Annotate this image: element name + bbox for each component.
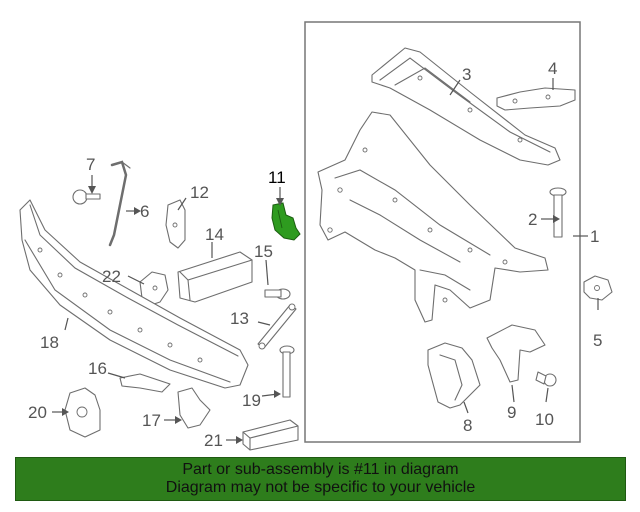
- parts-diagram: 1 2 3 4 5 6 7 8 9 10 11 12 13 14 15 16 1…: [19, 21, 613, 451]
- banner-line-2: Diagram may not be specific to your vehi…: [165, 479, 476, 496]
- part-12-latch[interactable]: [165, 199, 186, 249]
- callout-10: 10: [535, 410, 554, 429]
- callout-8: 8: [463, 416, 472, 435]
- part-15-bolt[interactable]: [264, 288, 291, 300]
- callout-16: 16: [88, 359, 107, 378]
- part-10-bolt[interactable]: [535, 371, 557, 387]
- part-5-clip[interactable]: [583, 275, 613, 301]
- leader-arrowheads: [62, 186, 560, 444]
- callout-6: 6: [140, 202, 149, 221]
- part-21-absorber-block[interactable]: [242, 419, 299, 451]
- callout-21: 21: [204, 431, 223, 450]
- part-11-bracket-highlighted[interactable]: [271, 202, 301, 241]
- callout-22: 22: [102, 267, 121, 286]
- callout-4: 4: [548, 59, 557, 78]
- part-3-upper-tie-bar[interactable]: [371, 47, 561, 166]
- callout-3: 3: [462, 65, 471, 84]
- banner-line-1: Part or sub-assembly is #11 in diagram: [182, 461, 459, 478]
- callout-20: 20: [28, 403, 47, 422]
- callout-15: 15: [254, 242, 273, 261]
- callout-17: 17: [142, 411, 161, 430]
- callout-1: 1: [590, 227, 599, 246]
- callout-13: 13: [230, 309, 249, 328]
- part-2-bolt[interactable]: [549, 187, 567, 238]
- info-banner: Part or sub-assembly is #11 in diagram D…: [15, 457, 626, 501]
- part-20-cover[interactable]: [64, 387, 101, 438]
- callout-2: 2: [528, 210, 537, 229]
- part-17-bracket[interactable]: [177, 387, 211, 429]
- callout-18: 18: [40, 333, 59, 352]
- part-19-bolt[interactable]: [279, 345, 295, 398]
- callout-11: 11: [268, 168, 286, 187]
- part-1-radiator-support[interactable]: [317, 111, 549, 323]
- callout-labels: 1 2 3 4 5 6 7 8 9 10 11 12 13 14 15 16 1…: [28, 59, 602, 450]
- part-9-bracket[interactable]: [486, 324, 546, 383]
- callout-9: 9: [507, 403, 516, 422]
- callout-7: 7: [86, 155, 95, 174]
- callout-14: 14: [205, 225, 224, 244]
- part-4-bracket[interactable]: [496, 87, 576, 111]
- part-7-bolt[interactable]: [72, 189, 101, 205]
- part-16-plate[interactable]: [119, 373, 171, 393]
- part-14-absorber[interactable]: [177, 251, 253, 303]
- callout-19: 19: [242, 391, 261, 410]
- callout-5: 5: [593, 331, 602, 350]
- subassembly-frame: [304, 21, 581, 443]
- callout-12: 12: [190, 183, 209, 202]
- part-8-deflector[interactable]: [427, 342, 481, 409]
- part-18-bumper-reinforcement[interactable]: [19, 199, 249, 389]
- part-6-cable[interactable]: [108, 160, 131, 247]
- part-13-support-rod[interactable]: [257, 303, 297, 350]
